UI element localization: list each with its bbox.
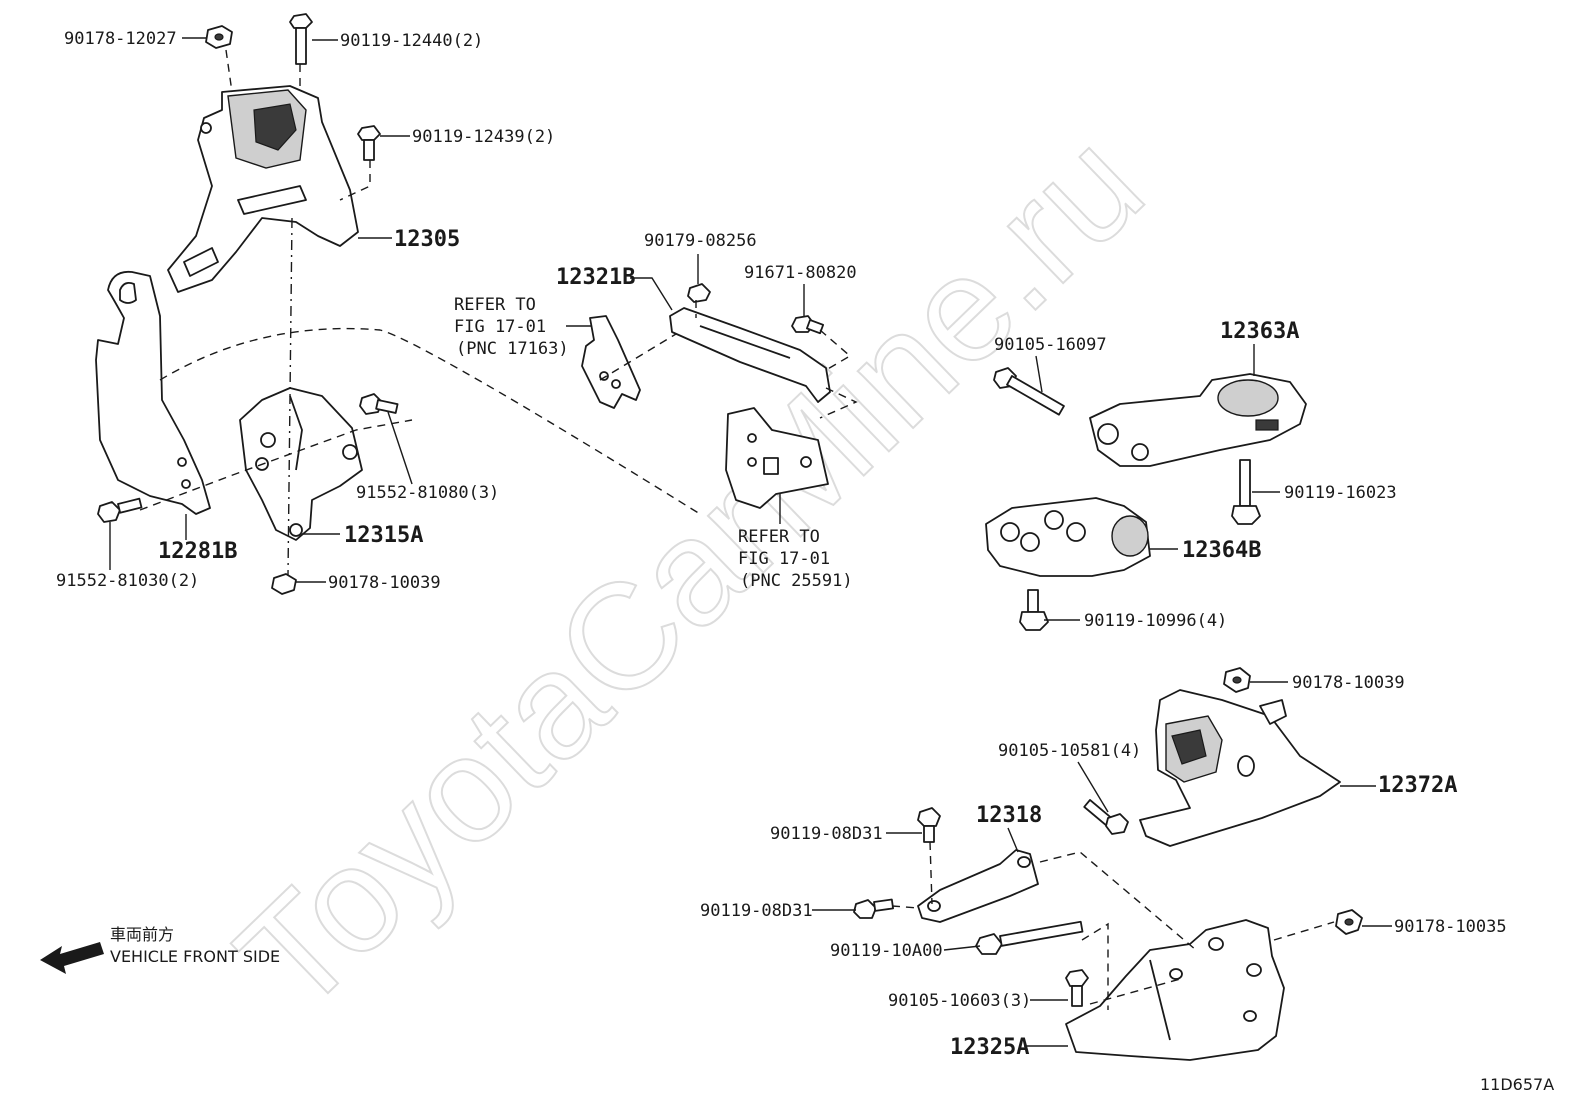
- label-90105-10581[interactable]: 90105-10581(4): [998, 741, 1141, 761]
- bolt-90119-10996: [1019, 589, 1049, 631]
- bolt-90105-10581: [1083, 799, 1129, 835]
- bolt-90105-16097: [993, 367, 1065, 416]
- part-12318-drawing: [917, 849, 1039, 923]
- guide-line: [929, 841, 933, 905]
- label-90119-08d31-top[interactable]: 90119-08D31: [770, 824, 883, 844]
- part-12315a-drawing: [239, 387, 363, 541]
- label-90178-10039-right[interactable]: 90178-10039: [1292, 673, 1405, 693]
- bolt-90119-08d31-top: [917, 807, 941, 843]
- label-91552-81030[interactable]: 91552-81030(2): [56, 571, 199, 591]
- bolt-91671-80820: [791, 315, 825, 335]
- arrow-left-icon: [40, 942, 104, 974]
- label-12363a[interactable]: 12363A: [1220, 319, 1299, 344]
- front-side-jp: 車両前方: [110, 925, 174, 944]
- label-12372a[interactable]: 12372A: [1378, 773, 1457, 798]
- refer-1-line3: (PNC 17163): [456, 339, 569, 359]
- label-90119-10996[interactable]: 90119-10996(4): [1084, 611, 1227, 631]
- bolt-90119-16023: [1231, 459, 1261, 525]
- label-90178-10035[interactable]: 90178-10035: [1394, 917, 1507, 937]
- guide-line: [819, 329, 852, 371]
- refer-bracket-25591: [725, 407, 829, 509]
- part-12281b-drawing: [95, 270, 211, 515]
- part-12325a-drawing: [1065, 919, 1285, 1061]
- nut-90178-10039-left: [271, 573, 297, 595]
- label-90119-12439[interactable]: 90119-12439(2): [412, 127, 555, 147]
- guide-line: [225, 49, 233, 93]
- guide-line: [599, 333, 677, 381]
- guide-line: [1089, 977, 1185, 1005]
- nut-90178-12027: [205, 25, 233, 49]
- bolt-90119-12439: [357, 125, 381, 161]
- guide-line: [1273, 921, 1335, 941]
- bolt-90119-12440: [289, 13, 313, 65]
- label-90119-10a00[interactable]: 90119-10A00: [830, 941, 943, 961]
- nut-90178-10039-right: [1223, 667, 1251, 693]
- label-90119-08d31-left[interactable]: 90119-08D31: [700, 901, 813, 921]
- label-91552-81080[interactable]: 91552-81080(3): [356, 483, 499, 503]
- bolt-91552-81030: [97, 497, 143, 523]
- nut-90178-10035: [1335, 909, 1363, 935]
- guide-line: [287, 217, 293, 576]
- label-12321b[interactable]: 12321B: [556, 265, 635, 290]
- label-90178-12027[interactable]: 90178-12027: [64, 29, 177, 49]
- label-12315a[interactable]: 12315A: [344, 523, 423, 548]
- bolt-91552-81080: [359, 393, 399, 415]
- guide-line: [339, 160, 371, 201]
- label-12305[interactable]: 12305: [394, 227, 460, 252]
- label-90105-16097[interactable]: 90105-16097: [994, 335, 1107, 355]
- label-12318[interactable]: 12318: [976, 803, 1042, 828]
- label-90119-16023[interactable]: 90119-16023: [1284, 483, 1397, 503]
- label-91671-80820[interactable]: 91671-80820: [744, 263, 857, 283]
- bolt-90119-10a00: [975, 920, 1084, 955]
- part-12363a-drawing: [1089, 373, 1307, 467]
- front-side-marker: 車両前方 VEHICLE FRONT SIDE: [40, 925, 280, 974]
- guide-line: [1039, 851, 1197, 951]
- nut-90179-08256: [687, 283, 711, 303]
- label-90105-10603[interactable]: 90105-10603(3): [888, 991, 1031, 1011]
- label-90179-08256[interactable]: 90179-08256: [644, 231, 757, 251]
- guide-line: [139, 419, 413, 511]
- guide-line: [819, 387, 858, 419]
- part-12364b-drawing: [985, 497, 1151, 577]
- refer-1-line2[interactable]: FIG 17-01: [454, 317, 546, 337]
- guide-line: [1081, 922, 1109, 1010]
- label-12364b[interactable]: 12364B: [1182, 538, 1261, 563]
- bolt-90119-08d31-left: [853, 898, 894, 919]
- part-12372a-drawing: [1139, 689, 1341, 847]
- front-side-en: VEHICLE FRONT SIDE: [110, 947, 280, 966]
- diagram-code: 11D657A: [1480, 1075, 1554, 1094]
- part-labels: 90178-12027 90119-12440(2) 90119-12439(2…: [56, 29, 1507, 1060]
- label-12281b[interactable]: 12281B: [158, 539, 237, 564]
- part-12321b-drawing: [669, 307, 831, 403]
- refer-2-line1: REFER TO: [738, 527, 820, 547]
- guide-line: [159, 327, 701, 515]
- part-12305-drawing: [167, 85, 359, 293]
- refer-2-line3: (PNC 25591): [740, 571, 853, 591]
- leader-lines: [109, 37, 1392, 1047]
- bolt-90105-10603: [1065, 969, 1089, 1007]
- refer-bracket-17163: [581, 315, 641, 409]
- label-90119-12440[interactable]: 90119-12440(2): [340, 31, 483, 51]
- refer-2-line2[interactable]: FIG 17-01: [738, 549, 830, 569]
- refer-1-line1: REFER TO: [454, 295, 536, 315]
- guide-line: [891, 905, 919, 909]
- label-12325a[interactable]: 12325A: [950, 1035, 1029, 1060]
- label-90178-10039-left[interactable]: 90178-10039: [328, 573, 441, 593]
